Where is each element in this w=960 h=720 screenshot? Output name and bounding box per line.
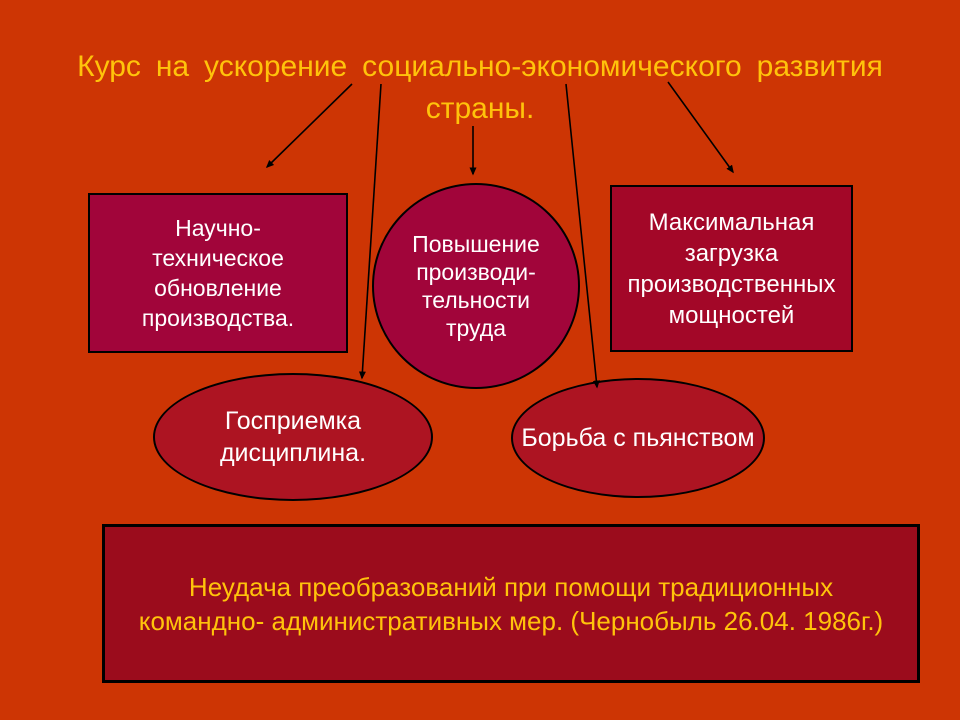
node-alcohol-ellipse: Борьба с пьянством (511, 378, 765, 498)
slide-title: Курс на ускорение социально-экономическо… (77, 50, 883, 125)
node-max-load-label: Максимальная загрузка производственных м… (627, 208, 836, 329)
node-max-load-rect: Максимальная загрузка производственных м… (610, 185, 853, 352)
node-failure-label: Неудача преобразований при помощи традиц… (138, 571, 884, 636)
node-productivity-label: Повышение производи- тельности труда (412, 231, 540, 341)
node-alcohol-label: Борьба с пьянством (521, 423, 755, 452)
node-gospriemka-label: Госприемка дисциплина. (219, 407, 367, 467)
node-sci-tech-rect: Научно- техническое обновление производс… (88, 193, 348, 353)
node-productivity-circle: Повышение производи- тельности труда (372, 183, 580, 389)
node-sci-tech-label: Научно- техническое обновление производс… (141, 215, 295, 331)
node-failure-rect: Неудача преобразований при помощи традиц… (102, 524, 920, 683)
node-gospriemka-ellipse: Госприемка дисциплина. (153, 373, 433, 501)
